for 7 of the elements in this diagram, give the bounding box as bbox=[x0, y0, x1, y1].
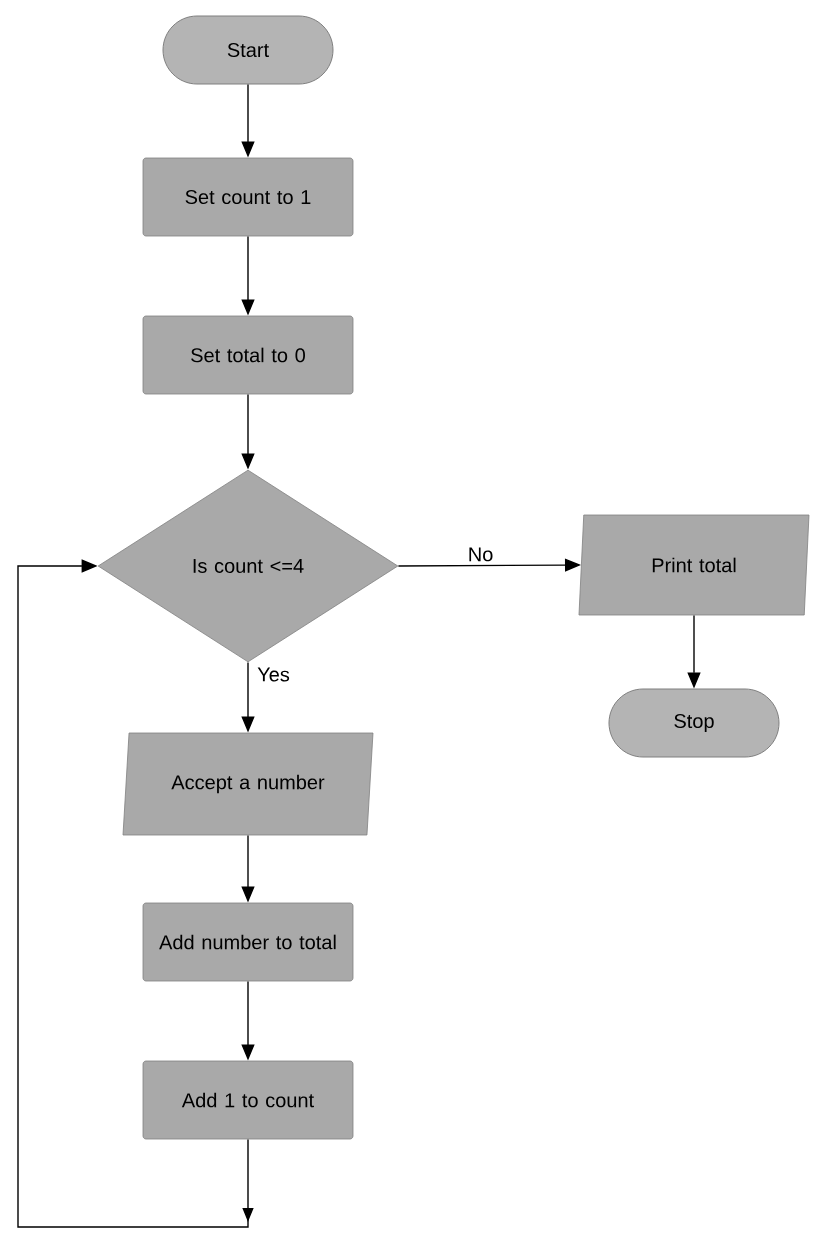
process-box: Set count to 1 bbox=[142, 157, 354, 237]
edge-label: No bbox=[466, 546, 495, 563]
process-box: Add number to total bbox=[142, 902, 354, 982]
edge-label: Yes bbox=[256, 666, 291, 683]
process-box: Add 1 to count bbox=[142, 1060, 354, 1140]
arrow bbox=[17, 559, 254, 1228]
process-box: Set total to 0 bbox=[142, 315, 354, 395]
